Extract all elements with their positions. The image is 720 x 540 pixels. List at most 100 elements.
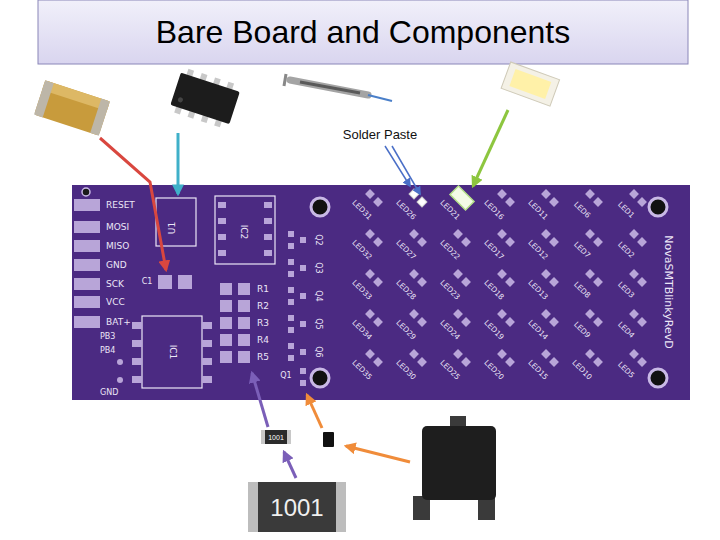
led-pad: [549, 357, 559, 367]
led-pads: [365, 189, 647, 367]
pin-name: GND: [106, 261, 127, 270]
part-name: Q4: [314, 290, 322, 301]
large-resistor-photo: [248, 482, 346, 532]
tantalum-capacitor-photo: [34, 80, 110, 135]
led-name: LED1: [616, 200, 635, 219]
callout-label: Solder Paste: [343, 128, 417, 141]
part-name: C1: [142, 278, 153, 286]
led-name: LED26: [395, 199, 417, 221]
header-pads-part: [74, 296, 100, 308]
pointer-arrows-part: [473, 110, 508, 186]
part-name: Q3: [314, 262, 322, 273]
part-name: R2: [257, 302, 269, 311]
part-name: IC2: [239, 225, 248, 240]
footprint-pads-part: [132, 340, 142, 347]
footprint-pads-part: [132, 322, 142, 329]
footprint-pads-part: [288, 259, 294, 265]
led-name: LED21: [439, 199, 461, 221]
pointer-arrows-part: [392, 146, 420, 194]
led-pad: [629, 269, 639, 279]
pointer-arrows-part: [346, 446, 410, 462]
pcb-board-part: [72, 185, 690, 400]
footprint-pads-part: [264, 202, 272, 208]
tantalum-capacitor-photo-part: [90, 99, 110, 136]
large-resistor-photo-part: [248, 482, 346, 532]
pcb-board: [72, 185, 690, 400]
led-pad: [497, 189, 507, 199]
footprint-pads-part: [220, 334, 232, 346]
white-led-photo-part: [509, 69, 551, 99]
part-name: R1: [257, 285, 269, 294]
led-pad: [585, 229, 595, 239]
pin-name: GND: [100, 389, 118, 397]
resistor-marking: 1001: [270, 496, 323, 520]
header-pads-part: [74, 221, 100, 233]
white-led-photo: [501, 62, 559, 106]
footprint-pads-part: [238, 334, 250, 346]
led-name: LED32: [351, 239, 373, 261]
led-pad: [505, 277, 515, 287]
led-pad: [409, 269, 419, 279]
pin-name: SCK: [106, 280, 124, 289]
part-name: Q5: [314, 318, 322, 329]
solder-paste-pad: [417, 197, 427, 207]
led-pad: [505, 197, 515, 207]
soic-chip-photo-part: [177, 97, 183, 103]
led-pad: [417, 357, 427, 367]
led-name: LED16: [483, 199, 505, 221]
syringe-photo-part: [284, 74, 286, 86]
led-pad: [541, 229, 551, 239]
led-pad: [373, 277, 383, 287]
led-pad: [629, 189, 639, 199]
pointer-arrows-part: [307, 395, 322, 428]
led-pad: [637, 357, 647, 367]
footprint-pads-part: [264, 234, 272, 240]
footprint-pads-part: [288, 231, 294, 237]
led-pad: [417, 277, 427, 287]
pointer-arrows-part: [177, 133, 180, 194]
small-resistor-photo-part: [261, 430, 265, 444]
led-pad: [585, 189, 595, 199]
led-pad: [541, 309, 551, 319]
led-pad: [629, 229, 639, 239]
led-pad: [461, 317, 471, 327]
part-name: R5: [257, 353, 269, 362]
white-led-photo-part: [501, 62, 559, 106]
footprint-pads-part: [300, 237, 306, 243]
led-pad: [373, 197, 383, 207]
pointer-arrows-part: [100, 138, 166, 270]
small-resistor-photo-part: [261, 430, 291, 444]
led-pad: [453, 349, 463, 359]
footprint-pads-part: [300, 368, 306, 374]
pin-name: MISO: [106, 242, 129, 251]
led-pad: [461, 277, 471, 287]
led-name: LED10: [571, 359, 593, 381]
led-pad: [549, 317, 559, 327]
footprint-pads-part: [218, 202, 226, 208]
pcb-board-part: [82, 188, 90, 196]
led-pad: [541, 189, 551, 199]
part-name: R3: [257, 319, 269, 328]
header-pads-part: [74, 278, 100, 290]
footprint-pads-part: [288, 315, 294, 321]
footprint-pads-part: [300, 380, 306, 386]
pin-name: MOSI: [106, 223, 129, 232]
diagram-title: Bare Board and Components: [38, 0, 688, 64]
led-name: LED22: [439, 239, 461, 261]
footprint-pads-part: [132, 376, 142, 383]
footprint-pads-part: [288, 299, 294, 305]
placed-led: [450, 186, 474, 210]
led-name: LED31: [351, 199, 373, 221]
led-pad: [409, 309, 419, 319]
large-sot23-photo-part: [422, 426, 496, 500]
pin-name: PB4: [100, 347, 115, 355]
pin-name: RESET: [106, 201, 135, 210]
footprint-pads-part: [288, 271, 294, 277]
led-pad: [585, 349, 595, 359]
led-name: LED12: [527, 239, 549, 261]
led-pad: [373, 237, 383, 247]
led-pad: [585, 269, 595, 279]
led-pad: [541, 349, 551, 359]
